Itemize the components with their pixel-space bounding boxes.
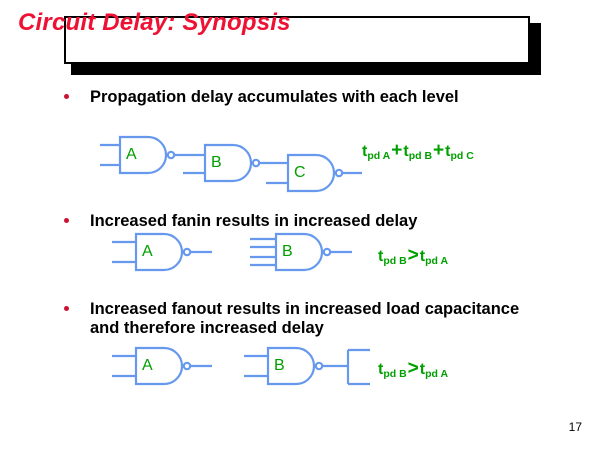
formula-term-1-base: t <box>362 143 368 160</box>
gate-nand-b-fanin <box>250 232 352 272</box>
gate-label-a-fanin: A <box>142 243 153 260</box>
bullet-dot-icon <box>64 94 69 99</box>
formula-term-2-sub: pd B <box>408 150 433 162</box>
formula-right-base: t <box>419 248 426 265</box>
formula-term-1-sub: pd A <box>367 150 391 162</box>
gate-nand-c-cascade <box>266 153 362 193</box>
bullet-text-3: Increased fanout results in increased lo… <box>90 300 520 337</box>
bullet-dot-icon <box>64 306 69 311</box>
page-title: Circuit Delay: Synopsis <box>18 9 291 36</box>
formula-right-sub: pd A <box>425 368 449 380</box>
gate-label-b-fanin: B <box>282 243 293 260</box>
bullet-text-2: Increased fanin results in increased del… <box>90 212 418 230</box>
gate-label-c-cascade: C <box>294 164 306 181</box>
formula-cascade-delay: tpd A+tpd B+tpd C <box>362 140 474 162</box>
formula-operator: > <box>407 245 419 266</box>
gate-label-a-cascade: A <box>126 146 137 163</box>
gate-nand-a-fanout <box>112 346 212 386</box>
gate-label-a-fanout: A <box>142 357 153 374</box>
formula-operator-1: + <box>391 140 403 161</box>
formula-fanout-delay: tpd B>tpd A <box>378 358 448 380</box>
formula-term-2-base: t <box>403 143 409 160</box>
formula-left-base: t <box>378 248 384 265</box>
formula-term-3-base: t <box>445 143 451 160</box>
gate-nand-a-cascade <box>100 135 176 175</box>
formula-right-base: t <box>419 361 426 378</box>
formula-right-sub: pd A <box>425 255 449 267</box>
formula-operator-2: + <box>433 140 445 161</box>
formula-fanin-delay: tpd B>tpd A <box>378 245 448 267</box>
title-box <box>64 16 530 64</box>
formula-operator: > <box>407 358 419 379</box>
gate-label-b-cascade: B <box>211 154 222 171</box>
gate-nand-a-fanin <box>112 232 212 272</box>
gate-label-b-fanout: B <box>274 357 285 374</box>
page-number: 17 <box>568 420 582 434</box>
bullet-text-1: Propagation delay accumulates with each … <box>90 88 459 106</box>
fanout-bus <box>322 348 370 386</box>
formula-left-sub: pd B <box>383 255 407 267</box>
bullet-dot-icon <box>64 218 69 223</box>
formula-term-3-sub: pd C <box>450 150 474 162</box>
formula-left-base: t <box>378 361 384 378</box>
formula-left-sub: pd B <box>383 368 407 380</box>
